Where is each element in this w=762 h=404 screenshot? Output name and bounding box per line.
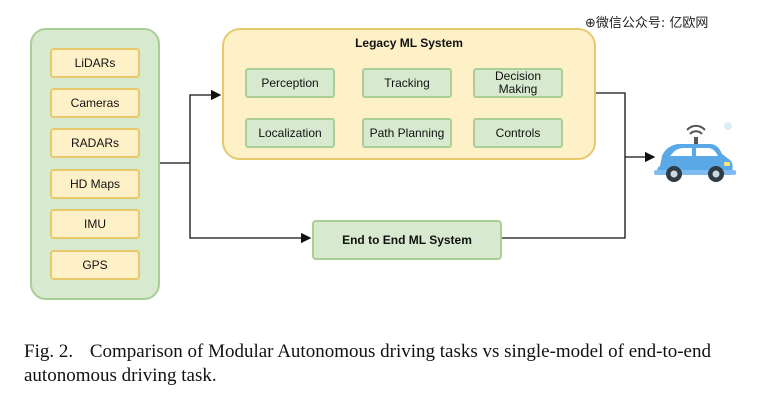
connected-car-icon: [654, 122, 736, 182]
sensor-hd-maps: HD Maps: [50, 169, 140, 199]
module-localization: Localization: [245, 118, 335, 148]
sensor-imu: IMU: [50, 209, 140, 239]
module-perception: Perception: [245, 68, 335, 98]
to-e2e-arrow: [189, 163, 312, 244]
sensor-radars: RADARs: [50, 128, 140, 158]
caption-label: Fig. 2.: [24, 341, 74, 362]
watermark: ⊕微信公众号: 亿欧网: [585, 16, 709, 31]
module-tracking: Tracking: [362, 68, 452, 98]
sensor-lidars: LiDARs: [50, 48, 140, 78]
module-decision-making: Decision Making: [473, 68, 563, 98]
end-to-end-ml-system-box: End to End ML System: [312, 220, 502, 260]
sensor-cameras: Cameras: [50, 88, 140, 118]
module-controls: Controls: [473, 118, 563, 148]
caption-text: Comparison of Modular Autonomous driving…: [24, 341, 711, 386]
legacy-ml-system-title: Legacy ML System: [355, 36, 463, 50]
module-path-planning: Path Planning: [362, 118, 452, 148]
e2e-to-car-line: [502, 157, 626, 239]
sensor-gps: GPS: [50, 250, 140, 280]
to-legacy-arrow: [189, 89, 222, 163]
legacy-to-car-line: [596, 92, 626, 157]
figure-caption: Fig. 2. Comparison of Modular Autonomous…: [24, 340, 754, 388]
